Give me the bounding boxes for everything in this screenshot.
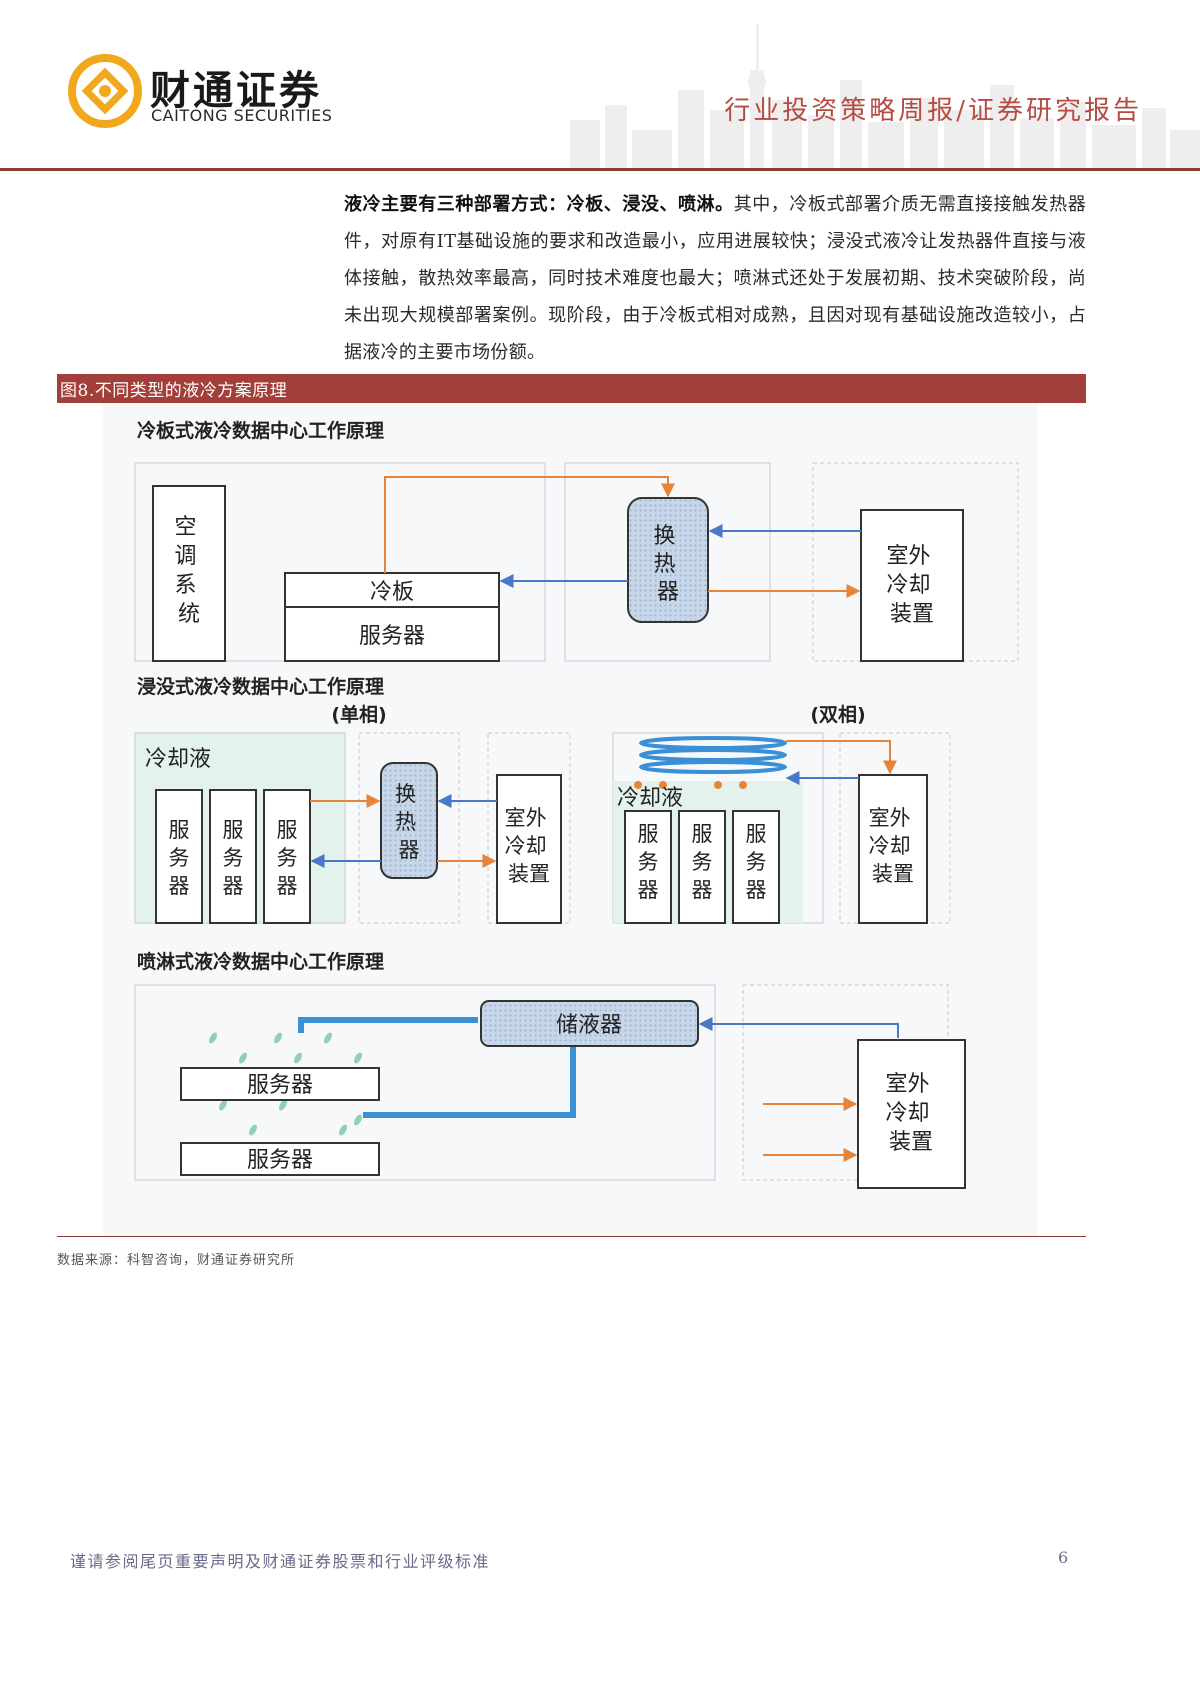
two-phase-coolant-label: 冷却液 [617,786,683,811]
vapor-bubbles-icon [634,781,747,789]
data-source: 数据来源：科智咨询，财通证券研究所 [57,1253,296,1268]
liquid-cooling-diagram: 冷板式液冷数据中心工作原理 空 调 系 统 冷板 服务器 换 热 器 室外 冷却… [103,403,1038,1237]
immersion-title: 浸没式液冷数据中心工作原理 [137,675,384,698]
immersion-server-2 [209,789,257,924]
two-phase-outdoor-cooling-label: 室外 冷却 装置 [869,806,918,886]
spray-server-1-label: 服务器 [247,1073,313,1098]
spray-return-pipe [363,1041,576,1118]
single-phase-outdoor-cooling-box [496,774,562,924]
caitong-logo-icon [68,54,142,128]
ac-system-box [152,485,226,662]
cold-plate-outdoor-cooling-box [860,509,964,662]
two-phase-outdoor-cooling-box [858,774,928,924]
two-phase-vapor-arrow [786,740,897,775]
cold-plate-server-label: 服务器 [359,624,425,649]
spray-server-1 [180,1067,380,1101]
page-number: 6 [1058,1548,1069,1567]
spray-outdoor-cooling-box [857,1039,966,1189]
spray-room-frame [134,984,716,1181]
spray-outdoor-cooling-label: 室外 冷却 装置 [885,1072,936,1155]
figure-bottom-divider [57,1236,1086,1237]
cold-plate-label: 冷板 [370,580,414,605]
heat-exchange-room-frame [564,462,771,662]
figure-caption-bar [57,374,1086,403]
single-phase-label: (单相) [331,703,386,726]
paragraph-lead: 液冷主要有三种部署方式：冷板、浸没、喷淋。 [344,194,734,215]
city-skyline-watermark [570,24,1200,170]
cold-plate-server-box [284,606,500,662]
spray-server-2 [180,1142,380,1176]
two-phase-server-2-label: 服务器 [692,822,713,902]
page-header: 财通证券 CAITONG SECURITIES 行业投资策略周报/证券研究报告 [0,0,1200,172]
two-phase-server-3 [732,810,780,924]
spray-title: 喷淋式液冷数据中心工作原理 [137,950,384,973]
brand-name-cn: 财通证券 [150,68,322,114]
vapor-condenser-coil-icon [639,736,787,774]
ac-system-label: 空 调 系 统 [174,515,203,627]
single-phase-server-rack: 服务器 服务器 服务器 [155,789,311,924]
cold-plate-box [284,572,500,608]
single-phase-heat-exchanger [380,762,438,879]
cold-plate-outdoor-cooling-label: 室外 冷却 装置 [886,544,937,627]
single-phase-coolant-label: 冷却液 [145,747,211,772]
reservoir-label: 储液器 [556,1013,622,1038]
single-phase-outdoor-cooling-label: 室外 冷却 装置 [505,806,554,886]
two-phase-server-rack: 服务器 服务器 服务器 [624,810,780,924]
single-phase-heat-exchanger-label: 换 热 器 [395,782,423,862]
two-phase-server-1 [624,810,672,924]
header-divider [0,168,1200,171]
two-phase-outdoor-frame [839,732,951,924]
cold-plate-heat-exchanger-label: 换 热 器 [653,524,682,605]
cold-plate-heat-exchanger [627,497,709,623]
body-paragraph: 液冷主要有三种部署方式：冷板、浸没、喷淋。其中，冷板式部署介质无需直接接触发热器… [344,186,1086,371]
spray-server-2-label: 服务器 [247,1148,313,1173]
footer-disclaimer: 谨请参阅尾页重要声明及财通证券股票和行业评级标准 [70,1552,491,1571]
immersion-server-3 [263,789,311,924]
reservoir-box [480,1000,699,1047]
immersion-server-2-label: 服务器 [223,818,244,898]
two-phase-label: (双相) [810,704,865,726]
immersion-server-1 [155,789,203,924]
figure-caption: 图8.不同类型的液冷方案原理 [60,381,288,401]
cold-plate-title: 冷板式液冷数据中心工作原理 [137,419,384,442]
report-type-label: 行业投资策略周报/证券研究报告 [724,96,1142,126]
spray-droplets-icon [209,1032,362,1136]
single-phase-exchanger-frame [358,732,460,924]
immersion-server-3-label: 服务器 [277,818,298,898]
spray-outdoor-to-reservoir-arrow [698,1017,899,1038]
two-phase-server-1-label: 服务器 [638,822,659,902]
brand-name-en: CAITONG SECURITIES [151,106,333,125]
two-phase-server-3-label: 服务器 [746,822,767,902]
immersion-server-1-label: 服务器 [169,818,190,898]
cold-plate-hot-flow-arrow [384,476,675,573]
paragraph-text: 其中，冷板式部署介质无需直接接触发热器件，对原有IT基础设施的要求和改造最小，应… [344,194,1086,363]
two-phase-server-2 [678,810,726,924]
single-phase-outdoor-frame [487,732,571,924]
spray-top-pipe [298,1017,478,1033]
